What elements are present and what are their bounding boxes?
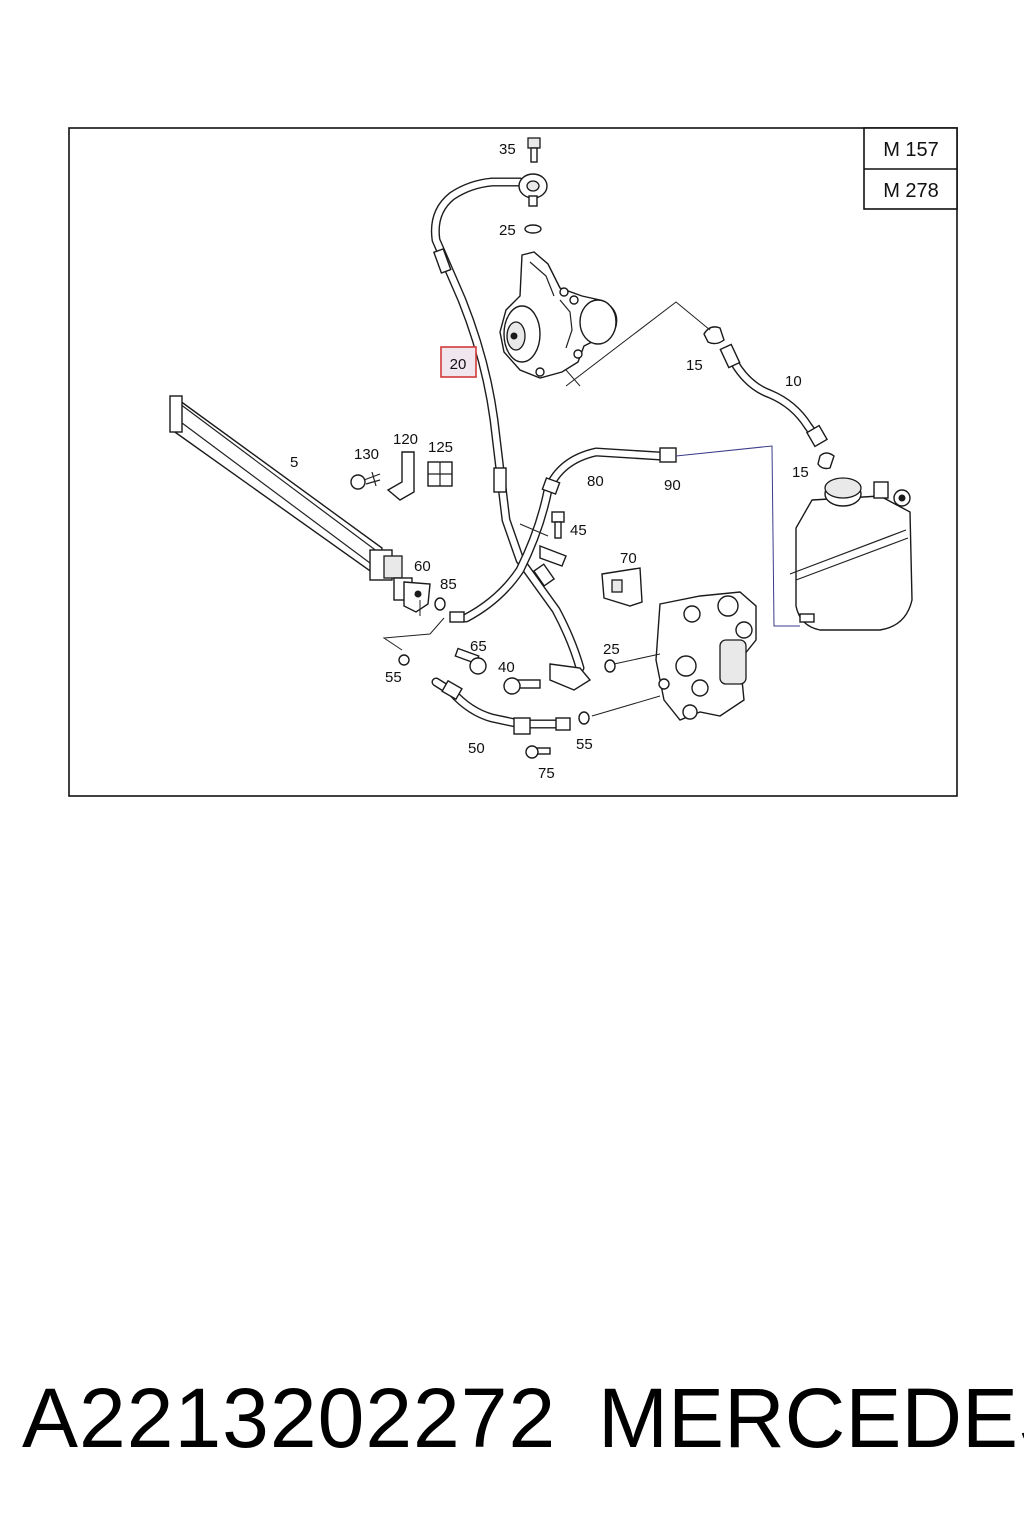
- callout-75: 75: [538, 765, 555, 782]
- callout-85: 85: [440, 576, 457, 593]
- callout-5: 5: [290, 454, 298, 471]
- steering-gear: [655, 591, 757, 721]
- callout-10: 10: [785, 373, 802, 390]
- diagram-frame: [68, 127, 958, 797]
- return-line-80: [434, 447, 677, 623]
- callout-130: 130: [354, 446, 379, 463]
- bracket-60: [403, 581, 431, 613]
- bolt-45: [539, 511, 567, 567]
- callout-55a: 55: [385, 669, 402, 686]
- callout-120: 120: [393, 431, 418, 448]
- callouts: 35 25 20 15 10 15 5 130 120 125 80 90 45…: [290, 141, 809, 782]
- callout-80: 80: [587, 473, 604, 490]
- callout-50: 50: [468, 740, 485, 757]
- callout-65: 65: [470, 638, 487, 655]
- engine-code-2: M 278: [883, 180, 939, 202]
- callout-60: 60: [414, 558, 431, 575]
- oil-reservoir: [789, 477, 913, 631]
- engine-code-box: M 157 M 278: [863, 127, 958, 210]
- parts-diagram: M 157 M 278: [68, 127, 958, 797]
- callout-35: 35: [499, 141, 516, 158]
- brand-name: MERCEDES: [598, 1371, 1024, 1465]
- footer: A2213202272 MERCEDES: [0, 1368, 1024, 1478]
- leader-lines: [382, 301, 800, 717]
- hose-50: [398, 654, 590, 735]
- callout-15b: 15: [792, 464, 809, 481]
- callout-45: 45: [570, 522, 587, 539]
- callout-55b: 55: [576, 736, 593, 753]
- bolts-lower: [454, 647, 616, 759]
- small-fasteners: [350, 451, 453, 501]
- oil-cooler-5: [169, 395, 413, 601]
- callout-25a: 25: [499, 222, 516, 239]
- callout-40: 40: [498, 659, 515, 676]
- suction-hose-10: [703, 326, 835, 470]
- banjo-fitting: [518, 137, 548, 234]
- part-number: A2213202272: [22, 1371, 557, 1465]
- engine-code-1: M 157: [883, 139, 939, 161]
- callout-70: 70: [620, 550, 637, 567]
- callout-20: 20: [450, 356, 467, 373]
- callout-125: 125: [428, 439, 453, 456]
- callout-90: 90: [664, 477, 681, 494]
- callout-20-highlight[interactable]: 20: [440, 346, 477, 378]
- pressure-hose-20: [430, 177, 585, 673]
- clip-70: [601, 567, 643, 607]
- callout-15a: 15: [686, 357, 703, 374]
- callout-25b: 25: [603, 641, 620, 658]
- power-steering-pump: [499, 251, 618, 379]
